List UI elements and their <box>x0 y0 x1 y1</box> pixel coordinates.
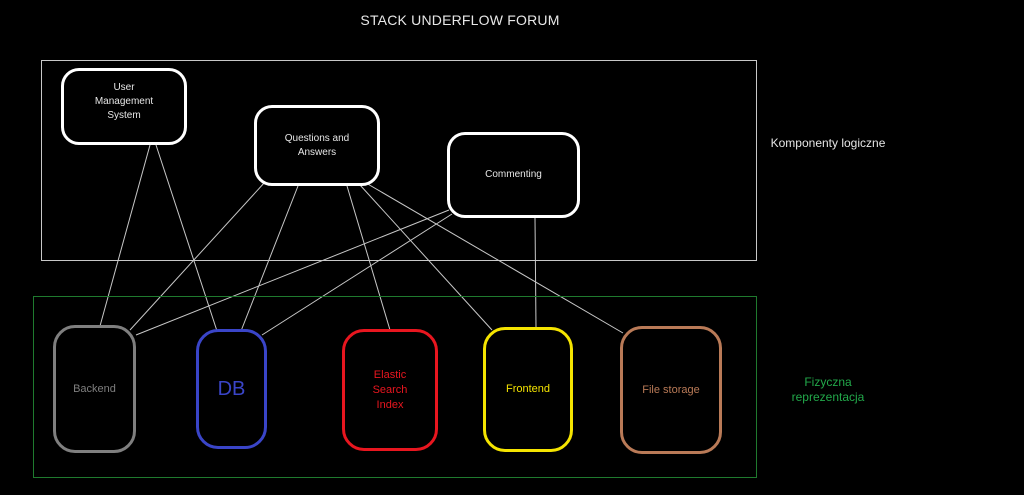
connector-com-backend <box>135 209 450 336</box>
connector-qa-db <box>240 185 299 332</box>
connector-com-db <box>261 213 453 336</box>
physical-representation-region <box>33 296 757 478</box>
node-label: Commenting <box>485 169 542 180</box>
node-elastic-search-index[interactable]: Elastic Search Index <box>342 329 438 451</box>
node-label: File storage <box>642 383 700 396</box>
connector-ums-backend <box>99 144 151 327</box>
node-user-management-system[interactable]: User Management System <box>61 68 187 145</box>
node-file-storage[interactable]: File storage <box>620 326 722 454</box>
logical-components-region <box>41 60 757 261</box>
connector-qa-file <box>365 182 624 334</box>
connector-qa-front <box>359 184 493 331</box>
node-label: Elastic Search Index <box>372 368 408 411</box>
connector-com-front <box>534 217 537 329</box>
node-label: Frontend <box>505 383 551 395</box>
node-backend[interactable]: Backend <box>53 325 136 453</box>
connector-qa-es <box>346 185 391 331</box>
node-questions-and-answers[interactable]: Questions and Answers <box>254 105 380 186</box>
connector-ums-db <box>155 144 218 332</box>
node-label: Questions and Answers <box>284 132 350 158</box>
node-commenting[interactable]: Commenting <box>447 132 580 218</box>
connector-qa-backend <box>129 181 266 331</box>
logical-region-label: Komponenty logiczne <box>770 136 886 150</box>
node-label: Backend <box>73 382 116 395</box>
node-label: DB <box>217 377 246 400</box>
physical-region-label: Fizyczna reprezentacja <box>791 375 865 404</box>
node-frontend[interactable]: Frontend <box>483 327 573 452</box>
node-label: User Management System <box>94 82 154 121</box>
diagram-title: STACK UNDERFLOW FORUM <box>360 12 560 28</box>
node-db[interactable]: DB <box>196 329 267 449</box>
